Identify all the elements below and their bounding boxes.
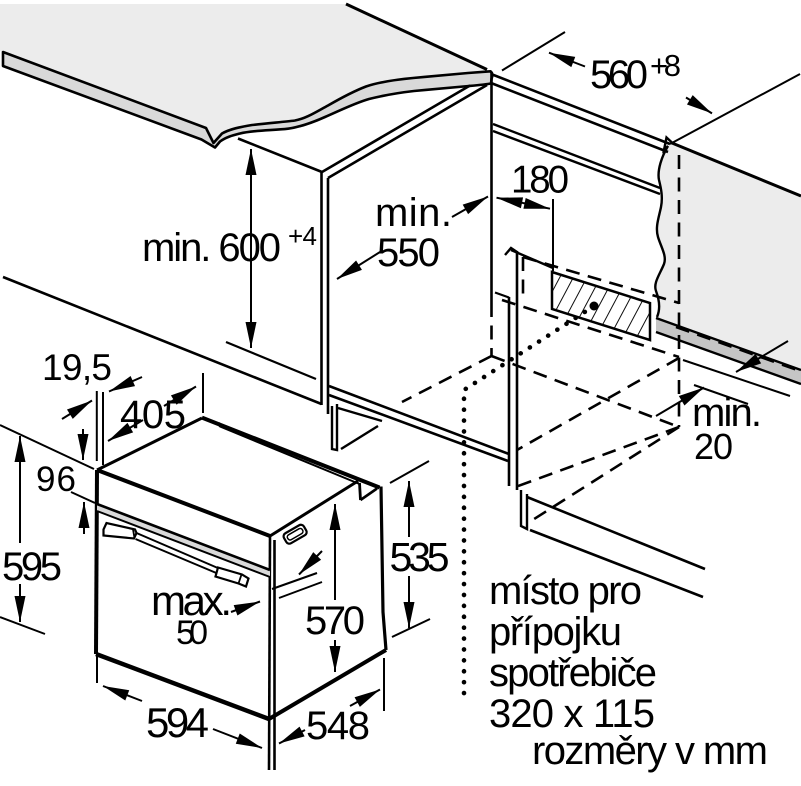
svg-text:spotřebiče: spotřebiče xyxy=(489,651,657,695)
svg-text:20: 20 xyxy=(694,426,733,467)
svg-text:50: 50 xyxy=(176,614,208,652)
svg-text:405: 405 xyxy=(120,393,186,437)
svg-text:570: 570 xyxy=(305,599,365,643)
svg-text:+8: +8 xyxy=(650,48,681,83)
svg-text:550: 550 xyxy=(377,231,440,275)
svg-text:přípojku: přípojku xyxy=(489,610,622,654)
svg-text:max.: max. xyxy=(151,577,232,624)
svg-text:+4: +4 xyxy=(288,221,317,251)
svg-text:min.: min. xyxy=(375,191,452,235)
svg-text:535: 535 xyxy=(390,534,450,580)
svg-text:96: 96 xyxy=(36,460,76,499)
svg-text:19,5: 19,5 xyxy=(42,347,112,388)
svg-text:180: 180 xyxy=(511,159,569,202)
svg-text:min. 600: min. 600 xyxy=(142,226,281,270)
svg-text:min.: min. xyxy=(692,391,762,435)
svg-text:594: 594 xyxy=(146,699,209,746)
svg-text:místo pro: místo pro xyxy=(489,569,642,613)
svg-text:560: 560 xyxy=(590,53,648,97)
svg-text:595: 595 xyxy=(2,545,62,589)
svg-text:548: 548 xyxy=(306,704,370,748)
svg-text:320 x 115: 320 x 115 xyxy=(489,692,655,736)
svg-text:rozměry v mm: rozměry v mm xyxy=(532,729,768,773)
